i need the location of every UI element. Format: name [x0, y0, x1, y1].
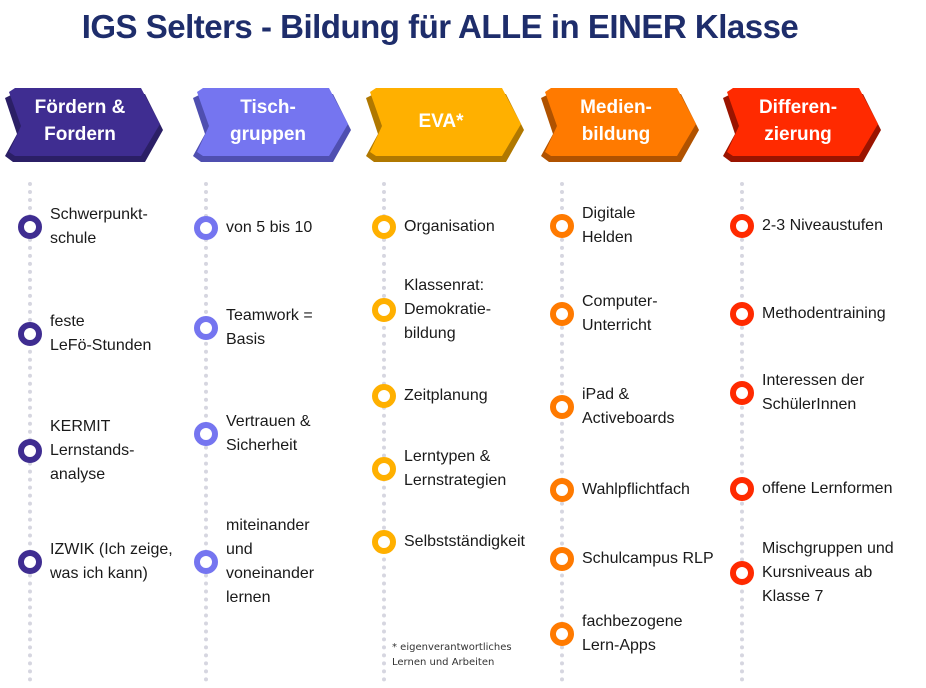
list-item: Lerntypen & Lernstrategien	[404, 448, 507, 489]
footnote: * eigenverantwortliches Lernen und Arbei…	[392, 642, 512, 668]
dotted-timeline	[28, 182, 32, 682]
bullet-ring-icon	[730, 381, 754, 405]
category-label: Tisch- gruppen	[230, 97, 306, 145]
bullet-ring-icon	[550, 547, 574, 571]
dotted-timeline	[740, 182, 744, 682]
list-item: Vertrauen & Sicherheit	[226, 413, 311, 454]
list-item: Wahlpflichtfach	[582, 481, 690, 498]
category-label: Differen- zierung	[758, 97, 838, 145]
category-label: Fördern & Fordern	[34, 97, 126, 145]
dotted-timeline	[382, 182, 386, 682]
list-item: Methodentraining	[762, 305, 886, 322]
list-item: Teamwork = Basis	[226, 307, 313, 348]
page-title: IGS Selters - Bildung für ALLE in EINER …	[81, 8, 799, 45]
list-item: 2-3 Niveaustufen	[762, 217, 883, 234]
list-item: feste LeFö-Stunden	[50, 313, 152, 354]
chevron-banner-shape	[541, 88, 699, 162]
bullet-ring-icon	[730, 302, 754, 326]
category-banner: Medien- bildung	[541, 84, 701, 164]
bullet-ring-icon	[550, 302, 574, 326]
list-item: IZWIK (Ich zeige, was ich kann)	[50, 541, 173, 582]
category-banner: Differen- zierung	[723, 84, 883, 164]
category-banner: Fördern & Fordern	[5, 84, 165, 164]
bullet-ring-icon	[18, 322, 42, 346]
chevron-banner-shape	[366, 88, 524, 162]
bullet-ring-icon	[18, 439, 42, 463]
bullet-ring-icon	[18, 215, 42, 239]
bullet-ring-icon	[18, 550, 42, 574]
list-item: iPad & Activeboards	[582, 386, 675, 427]
category-banner: EVA*	[366, 84, 526, 164]
bullet-ring-icon	[372, 457, 396, 481]
bullet-ring-icon	[730, 477, 754, 501]
bullet-ring-icon	[372, 384, 396, 408]
bullet-ring-icon	[194, 216, 218, 240]
bullet-ring-icon	[550, 478, 574, 502]
chevron-banner-shape	[193, 88, 351, 162]
bullet-ring-icon	[372, 215, 396, 239]
list-item: Organisation	[404, 218, 495, 235]
bullet-ring-icon	[550, 622, 574, 646]
list-item: Interessen der SchülerInnen	[762, 372, 865, 413]
bullet-ring-icon	[550, 395, 574, 419]
list-item: Schwerpunkt- schule	[50, 206, 148, 247]
list-item: offene Lernformen	[762, 480, 893, 497]
bullet-ring-icon	[194, 422, 218, 446]
list-item: Computer- Unterricht	[582, 293, 658, 334]
list-item: miteinander und voneinander lernen	[226, 517, 315, 606]
list-item: Digitale Helden	[582, 205, 636, 246]
bullet-ring-icon	[730, 214, 754, 238]
bullet-ring-icon	[730, 561, 754, 585]
list-item: Schulcampus RLP	[582, 550, 714, 567]
chevron-banner-shape	[5, 88, 163, 162]
list-item: KERMIT Lernstands- analyse	[50, 418, 135, 483]
bullet-ring-icon	[372, 298, 396, 322]
bullet-ring-icon	[372, 530, 396, 554]
bullet-ring-icon	[194, 316, 218, 340]
list-item: Mischgruppen und Kursniveaus ab Klasse 7	[762, 540, 894, 605]
chevron-banner-shape	[723, 88, 881, 162]
category-label: EVA*	[418, 110, 464, 132]
bullet-ring-icon	[194, 550, 218, 574]
list-item: fachbezogene Lern-Apps	[582, 613, 683, 654]
dotted-timeline	[560, 182, 564, 682]
list-item: Zeitplanung	[404, 387, 488, 404]
category-banner: Tisch- gruppen	[193, 84, 353, 164]
list-item: Selbstständigkeit	[404, 533, 525, 550]
list-item: von 5 bis 10	[226, 219, 313, 236]
category-label: Medien- bildung	[580, 97, 652, 145]
bullet-ring-icon	[550, 214, 574, 238]
list-item: Klassenrat: Demokratie- bildung	[404, 277, 492, 342]
